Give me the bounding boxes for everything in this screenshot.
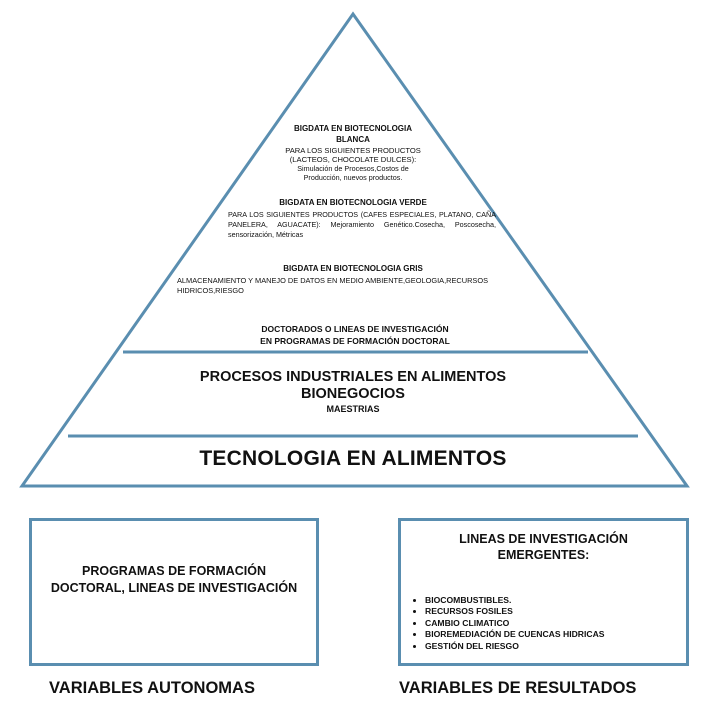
middle-tier-text: PROCESOS INDUSTRIALES EN ALIMENTOS BIONE…: [120, 368, 586, 415]
emerging-lines-list: BIOCOMBUSTIBLES. RECURSOS FOSILES CAMBIO…: [411, 595, 695, 652]
result-variables-caption: VARIABLES DE RESULTADOS: [399, 679, 637, 697]
biotech-blanca-title: BIGDATA EN BIOTECNOLOGIA BLANCA: [293, 124, 413, 144]
emerging-lines-title: LINEAS DE INVESTIGACIÓN EMERGENTES:: [459, 532, 628, 562]
list-item: RECURSOS FOSILES: [425, 606, 695, 617]
list-item: CAMBIO CLIMATICO: [425, 618, 695, 629]
list-item: BIOCOMBUSTIBLES.: [425, 595, 695, 606]
doctoral-lines-label: DOCTORADOS O LINEAS DE INVESTIGACIÓN EN …: [260, 324, 450, 346]
list-item: GESTIÓN DEL RIESGO: [425, 641, 695, 652]
bionegocios-label: BIONEGOCIOS: [301, 386, 405, 402]
autonomous-variables-caption: VARIABLES AUTONOMAS: [49, 679, 255, 697]
biotech-gris-title: BIGDATA EN BIOTECNOLOGIA GRIS: [283, 264, 423, 273]
processes-label: PROCESOS INDUSTRIALES EN ALIMENTOS: [199, 369, 507, 385]
biotech-verde-title: BIGDATA EN BIOTECNOLOGIA VERDE: [279, 198, 427, 207]
biotech-verde-text: PARA LOS SIGUIENTES PRODUCTOS (CAFES ESP…: [228, 210, 496, 239]
doctoral-programs-text: PROGRAMAS DE FORMACIÓN DOCTORAL, LINEAS …: [50, 564, 298, 595]
maestrias-label: MAESTRIAS: [326, 404, 380, 414]
list-item: BIOREMEDIACIÓN DE CUENCAS HIDRICAS: [425, 629, 695, 640]
autonomous-variables-box: PROGRAMAS DE FORMACIÓN DOCTORAL, LINEAS …: [29, 518, 319, 666]
biotech-gris-text: ALMACENAMIENTO Y MANEJO DE DATOS EN MEDI…: [177, 276, 489, 295]
biotech-blanca-text: PARA LOS SIGUIENTES PRODUCTOS (LACTEOS, …: [285, 146, 421, 182]
pyramid-outline: [19, 11, 690, 488]
food-tech-title: TECNOLOGIA EN ALIMENTOS: [199, 447, 507, 470]
result-variables-box: LINEAS DE INVESTIGACIÓN EMERGENTES: BIOC…: [398, 518, 689, 666]
